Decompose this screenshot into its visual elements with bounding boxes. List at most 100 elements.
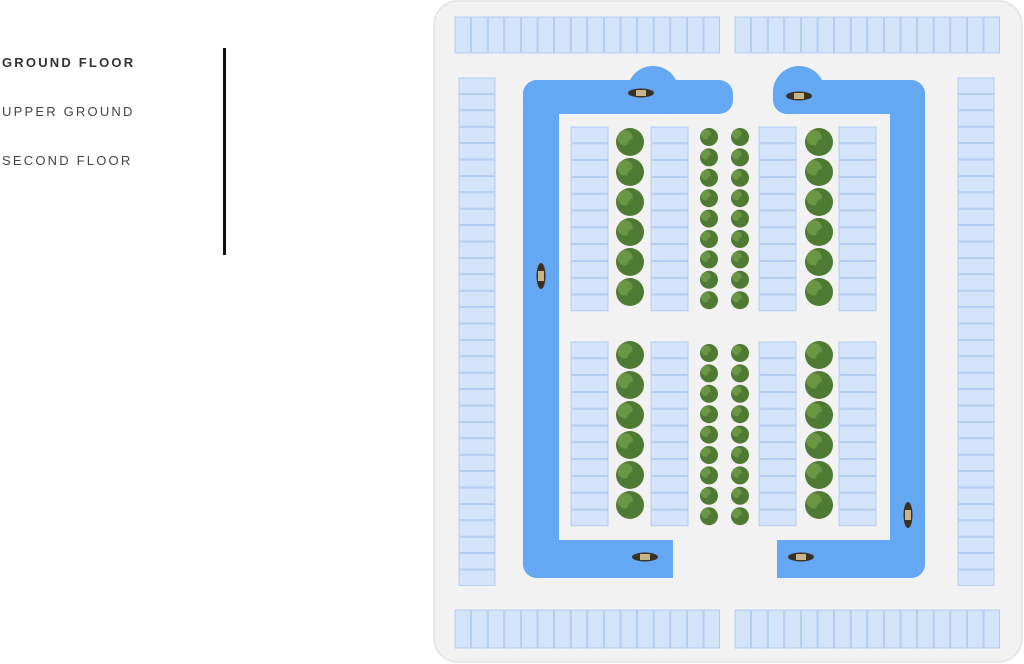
unit[interactable] [637,16,654,54]
unit[interactable] [458,110,496,127]
unit[interactable] [983,609,1001,649]
unit[interactable] [650,210,689,228]
unit[interactable] [957,421,995,439]
unit[interactable] [838,126,877,144]
unit[interactable] [758,143,797,161]
unit[interactable] [458,487,496,504]
unit[interactable] [758,260,797,278]
unit[interactable] [570,160,609,177]
unit[interactable] [957,372,995,390]
unit[interactable] [850,16,868,54]
unit[interactable] [758,244,797,261]
unit[interactable] [834,16,851,54]
unit[interactable] [458,356,496,373]
unit[interactable] [650,509,689,527]
unit[interactable] [650,160,689,177]
unit[interactable] [650,459,689,476]
unit[interactable] [758,193,797,211]
unit[interactable] [487,609,505,649]
unit[interactable] [900,16,918,54]
unit[interactable] [784,609,801,649]
unit[interactable] [767,609,785,649]
unit[interactable] [917,16,934,54]
unit[interactable] [883,16,901,54]
unit[interactable] [570,509,609,527]
unit[interactable] [537,16,555,54]
unit[interactable] [957,487,995,504]
unit[interactable] [504,609,521,649]
unit[interactable] [458,438,496,455]
unit[interactable] [838,210,877,228]
unit[interactable] [838,143,877,161]
unit[interactable] [758,210,797,228]
unit[interactable] [570,277,609,295]
unit[interactable] [570,375,609,392]
unit[interactable] [458,77,496,94]
unit[interactable] [570,193,609,211]
unit[interactable] [458,520,496,537]
unit[interactable] [957,454,995,472]
unit[interactable] [817,609,835,649]
unit[interactable] [758,475,797,493]
unit[interactable] [650,475,689,493]
unit[interactable] [838,509,877,527]
unit[interactable] [458,290,496,308]
unit[interactable] [570,391,609,409]
unit[interactable] [620,609,638,649]
unit[interactable] [570,227,609,245]
unit[interactable] [703,609,721,649]
unit[interactable] [570,442,609,459]
unit[interactable] [554,609,571,649]
unit[interactable] [703,16,721,54]
unit[interactable] [458,389,496,406]
unit[interactable] [957,126,995,143]
unit[interactable] [570,609,588,649]
floor-tab-ground[interactable]: GROUND FLOOR [2,55,136,70]
unit[interactable] [957,225,995,242]
unit[interactable] [458,159,496,176]
unit[interactable] [650,260,689,278]
unit[interactable] [650,425,689,443]
unit[interactable] [458,94,496,111]
unit[interactable] [957,110,995,127]
unit[interactable] [957,94,995,111]
unit[interactable] [838,193,877,211]
unit[interactable] [458,553,496,570]
unit[interactable] [838,408,877,426]
unit[interactable] [637,609,654,649]
unit[interactable] [957,307,995,324]
unit[interactable] [834,609,851,649]
unit[interactable] [570,143,609,161]
unit[interactable] [650,341,689,359]
unit[interactable] [950,16,967,54]
unit[interactable] [570,210,609,228]
unit[interactable] [650,193,689,211]
unit[interactable] [458,569,496,586]
unit[interactable] [758,126,797,144]
unit[interactable] [838,277,877,295]
unit[interactable] [758,509,797,527]
unit[interactable] [957,192,995,209]
unit[interactable] [570,492,609,510]
unit[interactable] [537,609,555,649]
unit[interactable] [838,358,877,375]
floor-tab-second[interactable]: SECOND FLOOR [2,153,133,168]
unit[interactable] [458,208,496,225]
unit[interactable] [570,294,609,312]
unit[interactable] [458,471,496,488]
unit[interactable] [758,277,797,295]
unit[interactable] [917,609,934,649]
unit[interactable] [838,442,877,459]
unit[interactable] [758,341,797,359]
unit[interactable] [458,503,496,521]
unit[interactable] [967,16,984,54]
unit[interactable] [838,375,877,392]
unit[interactable] [900,609,918,649]
unit[interactable] [957,553,995,570]
unit[interactable] [650,227,689,245]
unit[interactable] [758,160,797,177]
unit[interactable] [838,459,877,476]
unit[interactable] [957,323,995,340]
unit[interactable] [620,16,638,54]
unit[interactable] [570,260,609,278]
